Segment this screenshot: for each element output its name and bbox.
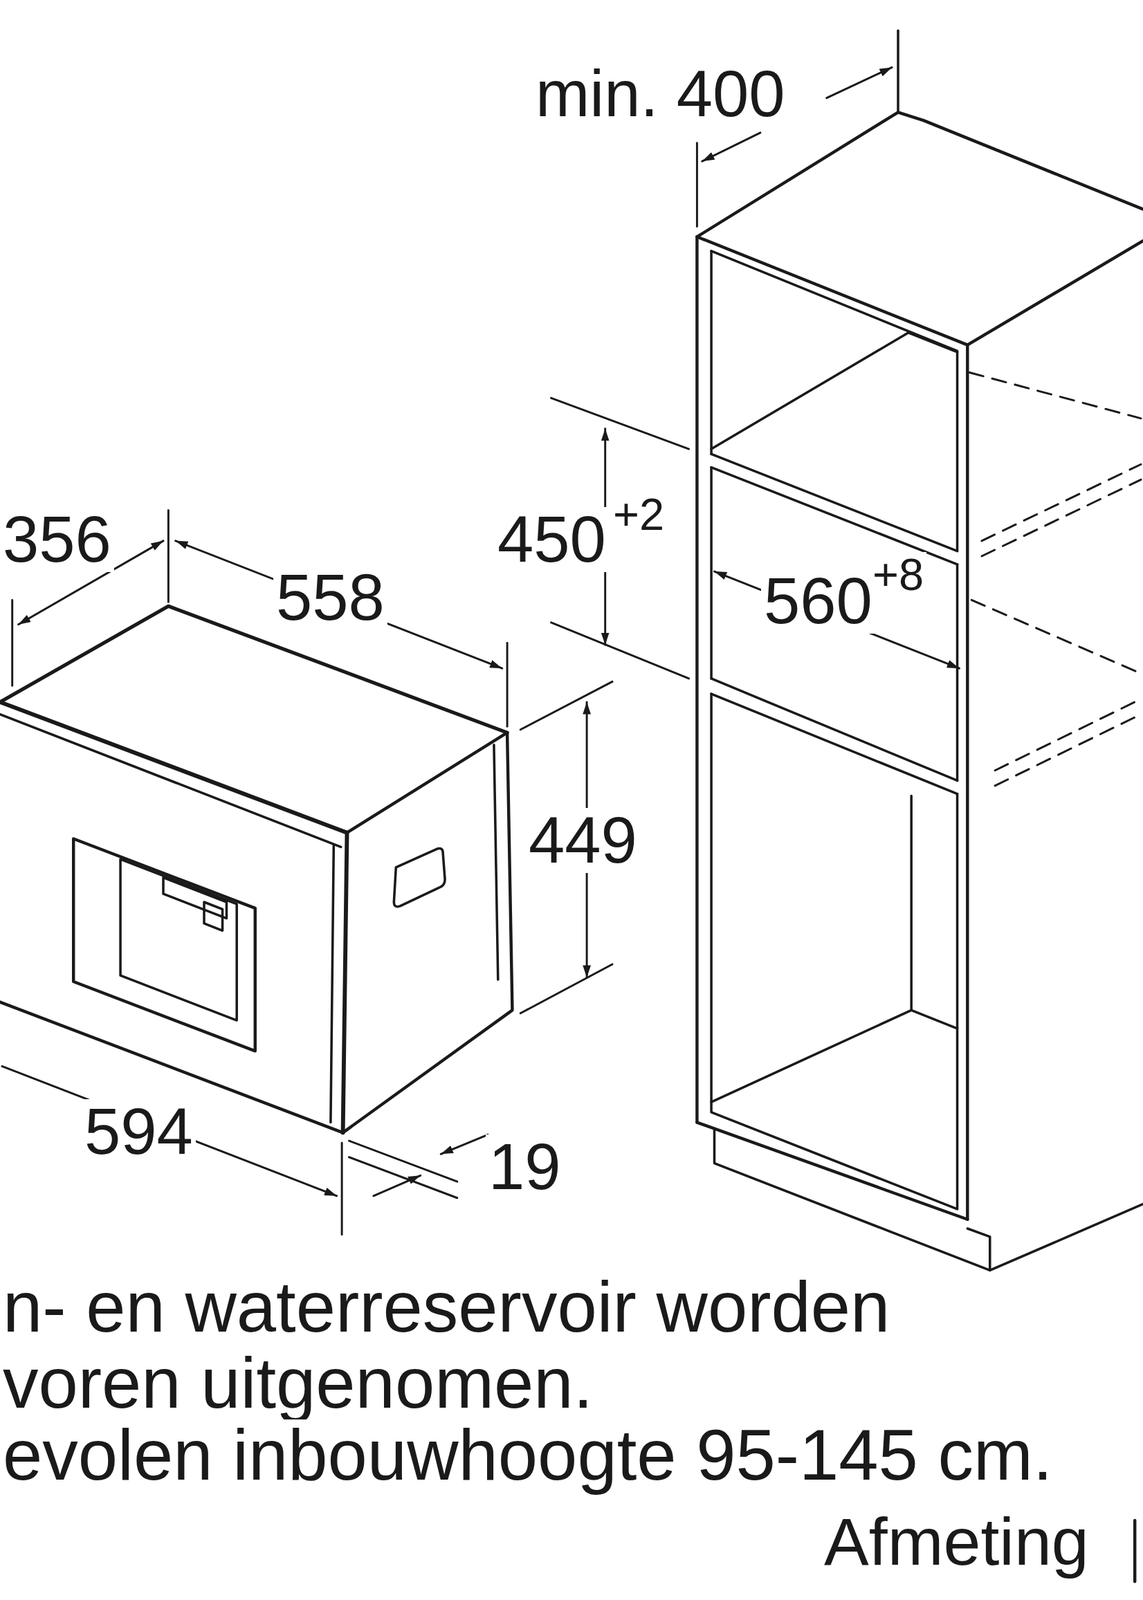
note-text: evolen inbouwhoogte 95-145 cm. [0, 1419, 1056, 1492]
tolerance-label: +2 [610, 491, 667, 537]
dimension-label: 19 [485, 1134, 564, 1200]
dimension-label: 449 [525, 808, 640, 874]
note-text: Afmeting [821, 1508, 1092, 1576]
note-text: n- en waterreservoir worden [0, 1271, 893, 1343]
dimension-label: 560 [761, 568, 876, 634]
tolerance-label: +8 [869, 552, 927, 598]
dimension-label: 356 [0, 507, 115, 573]
hidden-edges [969, 372, 1141, 786]
dimension-label: 594 [81, 1099, 196, 1165]
note-text: voren uitgenomen. [0, 1347, 596, 1420]
tall-cabinet [696, 30, 1143, 1271]
coffee-machine [0, 606, 512, 1133]
dimension-label: 450 [494, 507, 609, 573]
dimension-label: 558 [273, 565, 388, 631]
dimension-label: min. 400 [532, 61, 789, 127]
